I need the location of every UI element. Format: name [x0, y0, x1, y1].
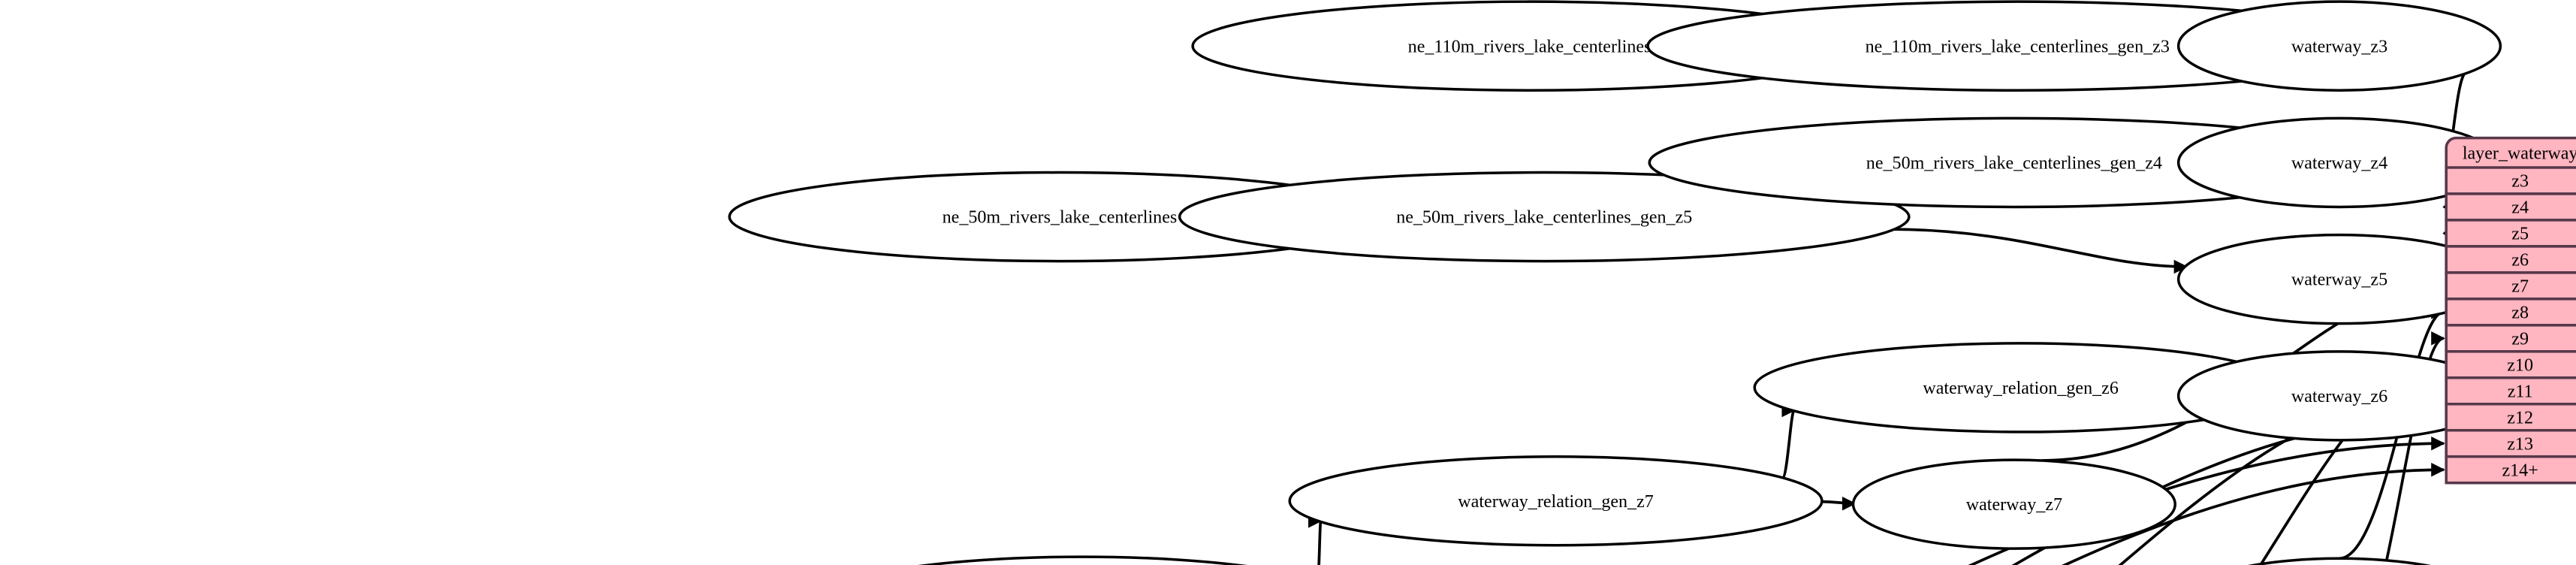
node-label: ne_50m_rivers_lake_centerlines_gen_z4: [1866, 154, 2162, 174]
node-waterway_z8[interactable]: waterway_z8: [2179, 557, 2501, 565]
node-ellipse: [1288, 455, 1823, 547]
table-row-label: z5: [2511, 225, 2529, 244]
table-row-label: z4: [2511, 198, 2529, 218]
edge-waterway_z14-to-layer_waterway.z14+: [2062, 462, 2445, 565]
node-label: waterway_relation_gen_z6: [1923, 379, 2118, 398]
node-ellipse: [2176, 0, 2502, 92]
node-label: waterway_z3: [2291, 37, 2387, 56]
node-label: ne_50m_rivers_lake_centerlines: [943, 208, 1178, 228]
node-waterway_z3[interactable]: waterway_z3: [2176, 0, 2502, 92]
table-title: layer_waterway: [2463, 144, 2576, 163]
table-row-label: z12: [2507, 408, 2533, 428]
table-row-label: z10: [2507, 355, 2533, 375]
node-label: ne_50m_rivers_lake_centerlines_gen_z5: [1396, 208, 1692, 228]
node-waterway_relation_gen_z6[interactable]: waterway_relation_gen_z6: [1753, 342, 2288, 434]
table-row-z14+[interactable]: [2445, 455, 2576, 485]
layer-waterway-table: layer_waterway z3 z4 z5 z6 z7 z8 z9 z10 z11 z12 z13…: [2445, 136, 2576, 485]
node-waterway_relation_gen_z8[interactable]: waterway_relation_gen_z8: [816, 555, 1349, 565]
edge-waterway_z12-to-layer_waterway.z12: [2011, 409, 2445, 565]
edge-waterway_z9-to-layer_waterway.z9: [2384, 331, 2445, 565]
node-label: waterway_z6: [2291, 387, 2387, 406]
table-row-label: z14+: [2502, 461, 2538, 480]
node-ellipse: [1851, 458, 2176, 550]
node-ellipse: [918, 555, 1248, 565]
node-label: ne_110m_rivers_lake_centerlines: [1408, 37, 1651, 56]
node-waterway_z7[interactable]: waterway_z7: [1851, 458, 2176, 550]
table-row-z4[interactable]: [2445, 192, 2576, 222]
table-row-z13[interactable]: [2445, 428, 2576, 458]
table-row-label: z3: [2511, 172, 2529, 192]
node-waterway_relation_gen_z7[interactable]: waterway_relation_gen_z7: [1288, 455, 1823, 547]
table-row-label: z8: [2511, 303, 2529, 322]
edge-waterway_relation_gen_z8-to-waterway_relation_gen_z7: [1308, 515, 1323, 565]
table-row-label: z7: [2511, 276, 2529, 296]
table-row-label: z6: [2511, 250, 2529, 270]
node-label: waterway_z7: [1966, 495, 2062, 515]
table-row-z10[interactable]: [2445, 350, 2576, 379]
node-label: ne_110m_rivers_lake_centerlines_gen_z3: [1866, 37, 2170, 56]
edge-waterway_relation_gen_z7-to-waterway_z7: [1819, 496, 1857, 511]
node-label: waterway_relation_gen_z7: [1458, 492, 1653, 512]
table-row-label: z13: [2507, 434, 2533, 454]
node-ne_50m_rivers_lake_centerlines_gen_z5[interactable]: ne_50m_rivers_lake_centerlines_gen_z5: [1178, 171, 1911, 263]
table-row-z6[interactable]: [2445, 245, 2576, 274]
node-ellipse: [1178, 171, 1911, 263]
node-label: waterway_z4: [2291, 154, 2387, 174]
edge-ne_50m_rivers_lake_centerlines_gen_z5-to-waterway_z5: [1890, 228, 2188, 274]
node-layer: imposm3osm_waterway_relationosm_waterway…: [728, 0, 2502, 565]
edge-waterway_z13-to-layer_waterway.z13: [1968, 436, 2445, 565]
edge-waterway_relation_gen_z7-to-waterway_relation_gen_z6: [1781, 403, 1796, 480]
node-label: waterway_z5: [2291, 270, 2387, 290]
table-row-z9[interactable]: [2445, 324, 2576, 353]
table-row-label: z9: [2511, 329, 2529, 349]
node-ellipse: [2247, 557, 2432, 565]
node-waterway_z4[interactable]: waterway_z4: [2176, 116, 2502, 209]
table-row-label: z11: [2508, 382, 2533, 401]
